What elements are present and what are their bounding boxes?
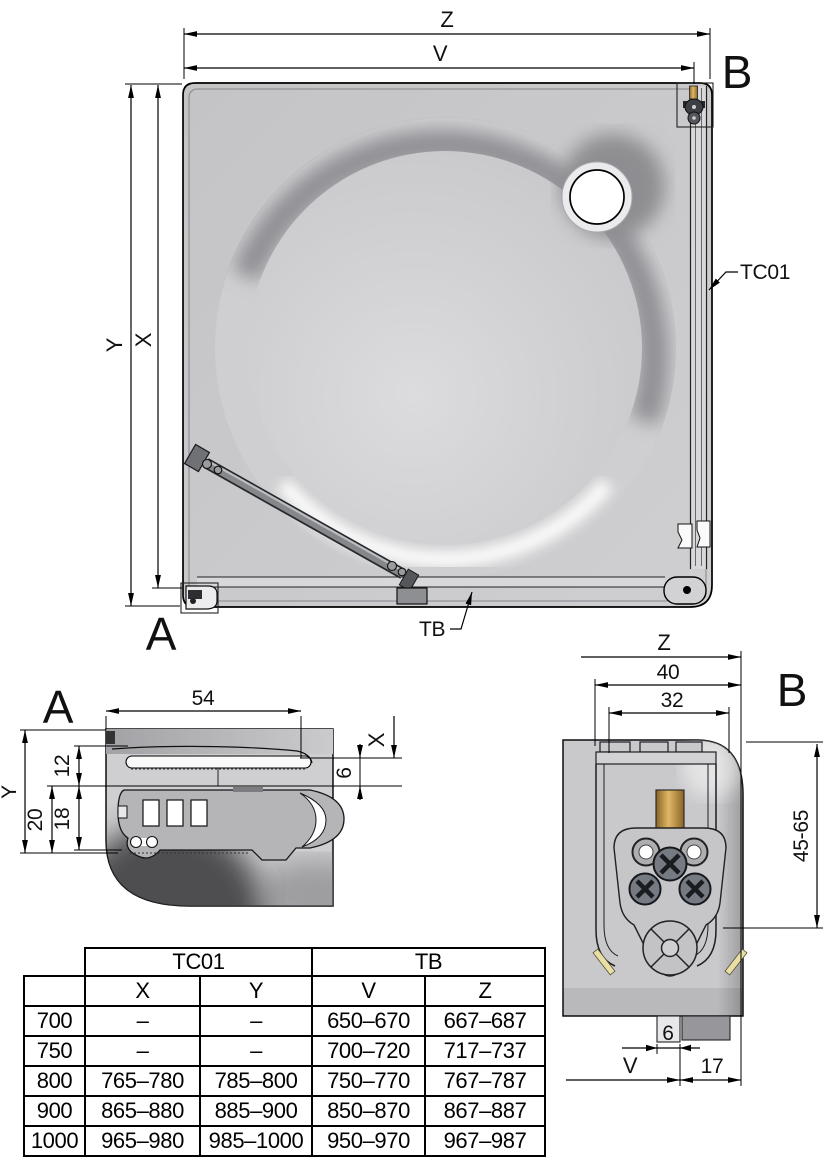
plan-corner-b-label: B xyxy=(722,46,752,98)
dim-z-label: Z xyxy=(440,7,453,32)
table-header-z: Z xyxy=(424,975,547,1007)
v-cell: 650–670 xyxy=(311,1005,427,1037)
arm-foot-plate xyxy=(396,587,428,605)
dim-45-65-label: 45-65 xyxy=(790,810,813,862)
v-cell: 750–770 xyxy=(311,1065,427,1097)
dim-40-label: 40 xyxy=(657,661,680,684)
table-group-tc01: TC01 xyxy=(83,947,314,977)
phillips-screw-center xyxy=(652,846,688,882)
table-header-y: Y xyxy=(198,975,314,1007)
z-cell: 717–737 xyxy=(424,1035,547,1067)
roller-channel xyxy=(595,741,717,967)
roller-wheel xyxy=(642,920,698,976)
support-arm xyxy=(183,443,428,605)
detail-a-title: A xyxy=(43,681,74,733)
rail-tb-label: TB xyxy=(419,618,445,641)
dim-18-label: 18 xyxy=(51,808,74,831)
table-header-v: V xyxy=(311,975,427,1007)
corner-a-detail xyxy=(180,582,219,614)
size-table: TC01 TB X Y V Z 700 – – 650–670 667–687 … xyxy=(23,947,547,1157)
detail-b-title: B xyxy=(777,664,807,716)
glass-panel-section xyxy=(125,755,312,769)
dim-y-label: Y xyxy=(102,337,127,352)
detail-b-z-label: Z xyxy=(657,630,670,655)
v-cell: 850–870 xyxy=(311,1095,427,1127)
table-header-blank xyxy=(23,975,86,1007)
phillips-screw-left xyxy=(628,872,662,906)
plan-view: Z V Y X A B TC01 TB xyxy=(102,7,790,660)
y-cell: – xyxy=(198,1005,314,1037)
table-row: 900 865–880 885–900 850–870 867–887 xyxy=(23,1095,547,1127)
size-cell: 900 xyxy=(23,1095,86,1127)
bottom-rail xyxy=(197,576,665,588)
roller-mechanism xyxy=(592,789,748,977)
plan-dimensions: Z V Y X A B TC01 TB xyxy=(102,7,790,660)
y-cell: – xyxy=(198,1035,314,1067)
table-row: 1000 965–980 985–1000 950–970 967–987 xyxy=(23,1125,547,1157)
detail-a-y-label: Y xyxy=(0,785,21,799)
x-cell: 965–980 xyxy=(84,1125,201,1157)
plan-corner-a-label: A xyxy=(146,608,177,660)
detail-a-view: A 54 Y 12 20 18 X 6 xyxy=(0,681,402,907)
tab-shadow xyxy=(681,1015,731,1041)
profile-tc01-label: TC01 xyxy=(740,261,790,284)
corner-b-detail xyxy=(676,82,714,128)
profile-clip-left xyxy=(677,523,693,549)
dim-32-label: 32 xyxy=(661,689,684,712)
rail-profile-section xyxy=(117,787,345,861)
table-col-header-row: X Y V Z xyxy=(23,975,547,1007)
phillips-screw-right xyxy=(678,872,712,906)
basin xyxy=(215,118,675,578)
dim-x-label: X xyxy=(131,332,156,347)
table-corner-blank xyxy=(24,948,85,976)
y-cell: 885–900 xyxy=(198,1095,314,1127)
table-group-tb: TB xyxy=(311,947,547,977)
detail-b-dimensions: B Z 40 32 45-65 6 V 17 xyxy=(566,630,823,1086)
z-cell: 767–787 xyxy=(424,1065,547,1097)
detail-b-view: B Z 40 32 45-65 6 V 17 xyxy=(562,630,823,1086)
table-row: 750 – – 700–720 717–737 xyxy=(23,1035,547,1067)
table-header-x: X xyxy=(84,975,201,1007)
z-cell: 867–887 xyxy=(424,1095,547,1127)
y-cell: 985–1000 xyxy=(198,1125,314,1157)
drain-hole xyxy=(569,169,625,225)
dim-v-label: V xyxy=(433,41,448,66)
seal-left xyxy=(592,948,616,976)
size-cell: 750 xyxy=(23,1035,86,1067)
dim-12-label: 12 xyxy=(51,755,74,778)
dim-17-label: 17 xyxy=(701,1055,724,1078)
size-cell: 1000 xyxy=(23,1125,86,1157)
detail-a-dimensions: A 54 Y 12 20 18 X 6 xyxy=(0,681,402,854)
detail-b-v-label: V xyxy=(623,1053,638,1078)
v-cell: 700–720 xyxy=(311,1035,427,1067)
profile-clip-right xyxy=(696,520,711,548)
table-group-header-row: TC01 TB xyxy=(24,947,547,977)
dim-54-label: 54 xyxy=(192,687,215,710)
wall-profile-right xyxy=(677,86,711,569)
dim-20-label: 20 xyxy=(24,809,47,832)
glass-edge-tab xyxy=(656,1015,681,1043)
x-cell: 765–780 xyxy=(84,1065,201,1097)
dim-6b-label: 6 xyxy=(662,1022,673,1045)
dim-6a-label: 6 xyxy=(333,767,356,778)
detail-a-x-label: X xyxy=(364,732,389,747)
pivot-bracket xyxy=(663,576,707,605)
z-cell: 967–987 xyxy=(424,1125,547,1157)
x-cell: – xyxy=(84,1005,201,1037)
table-row: 800 765–780 785–800 750–770 767–787 xyxy=(23,1065,547,1097)
size-cell: 700 xyxy=(23,1005,86,1037)
x-cell: – xyxy=(84,1035,201,1067)
table-row: 700 – – 650–670 667–687 xyxy=(23,1005,547,1037)
y-cell: 785–800 xyxy=(198,1065,314,1097)
size-cell: 800 xyxy=(23,1065,86,1097)
v-cell: 950–970 xyxy=(311,1125,427,1157)
x-cell: 865–880 xyxy=(84,1095,201,1127)
z-cell: 667–687 xyxy=(424,1005,547,1037)
